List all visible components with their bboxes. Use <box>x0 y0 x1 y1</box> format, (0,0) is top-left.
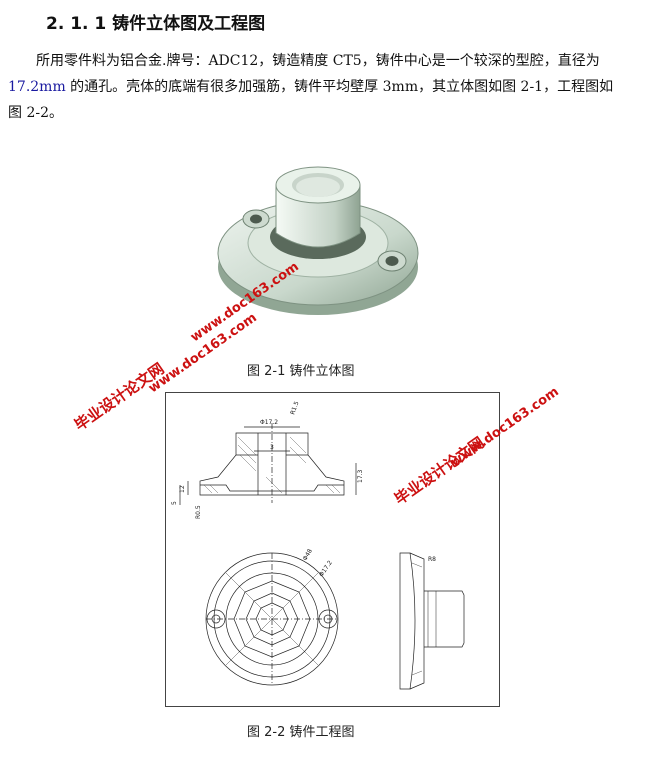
figure-1-caption: 图 2-1 铸件立体图 <box>247 364 355 379</box>
label-r05: R0.5 <box>195 505 202 519</box>
engineering-drawing: Φ17.2 R1.5 3 12 17.3 5 R0.5 Φ48 Φ17.2 <box>171 400 465 690</box>
section-heading: 2. 1. 1 铸件立体图及工程图 <box>46 14 266 34</box>
label-r15: R1.5 <box>289 400 300 415</box>
label-dim3: 3 <box>270 444 274 451</box>
bottom-view <box>205 552 339 686</box>
body-paragraph: 所用零件料为铝合金.牌号：ADC12，铸造精度 CT5，铸件中心是一个较深的型腔… <box>8 48 620 126</box>
label-r8: R8 <box>428 556 436 563</box>
label-dia-top: Φ17.2 <box>260 419 278 426</box>
engineering-drawing-frame: Φ17.2 R1.5 3 12 17.3 5 R0.5 Φ48 Φ17.2 <box>165 392 500 707</box>
watermark-left-cn: 毕业设计论文网 <box>71 359 168 435</box>
side-view <box>399 552 465 690</box>
label-d12: 12 <box>179 485 186 493</box>
para-text-2: 的通孔。壳体的底端有很多加强筋，铸件平均壁厚 3mm，其立体图如图 2-1，工程… <box>8 79 614 121</box>
label-d173: 17.3 <box>357 469 364 483</box>
label-d48: Φ48 <box>302 548 314 562</box>
section-view <box>179 423 357 505</box>
section-dimension-labels: Φ17.2 R1.5 3 12 17.3 5 R0.5 <box>171 400 364 519</box>
label-d5: 5 <box>171 501 178 505</box>
casting-3d-figure <box>217 166 419 315</box>
figure-2-caption: 图 2-2 铸件工程图 <box>247 725 355 740</box>
para-text-diameter: 17.2mm <box>8 79 66 95</box>
label-d172: Φ17.2 <box>318 559 334 578</box>
para-text-1: 所用零件料为铝合金.牌号：ADC12，铸造精度 CT5，铸件中心是一个较深的型腔… <box>36 53 600 69</box>
